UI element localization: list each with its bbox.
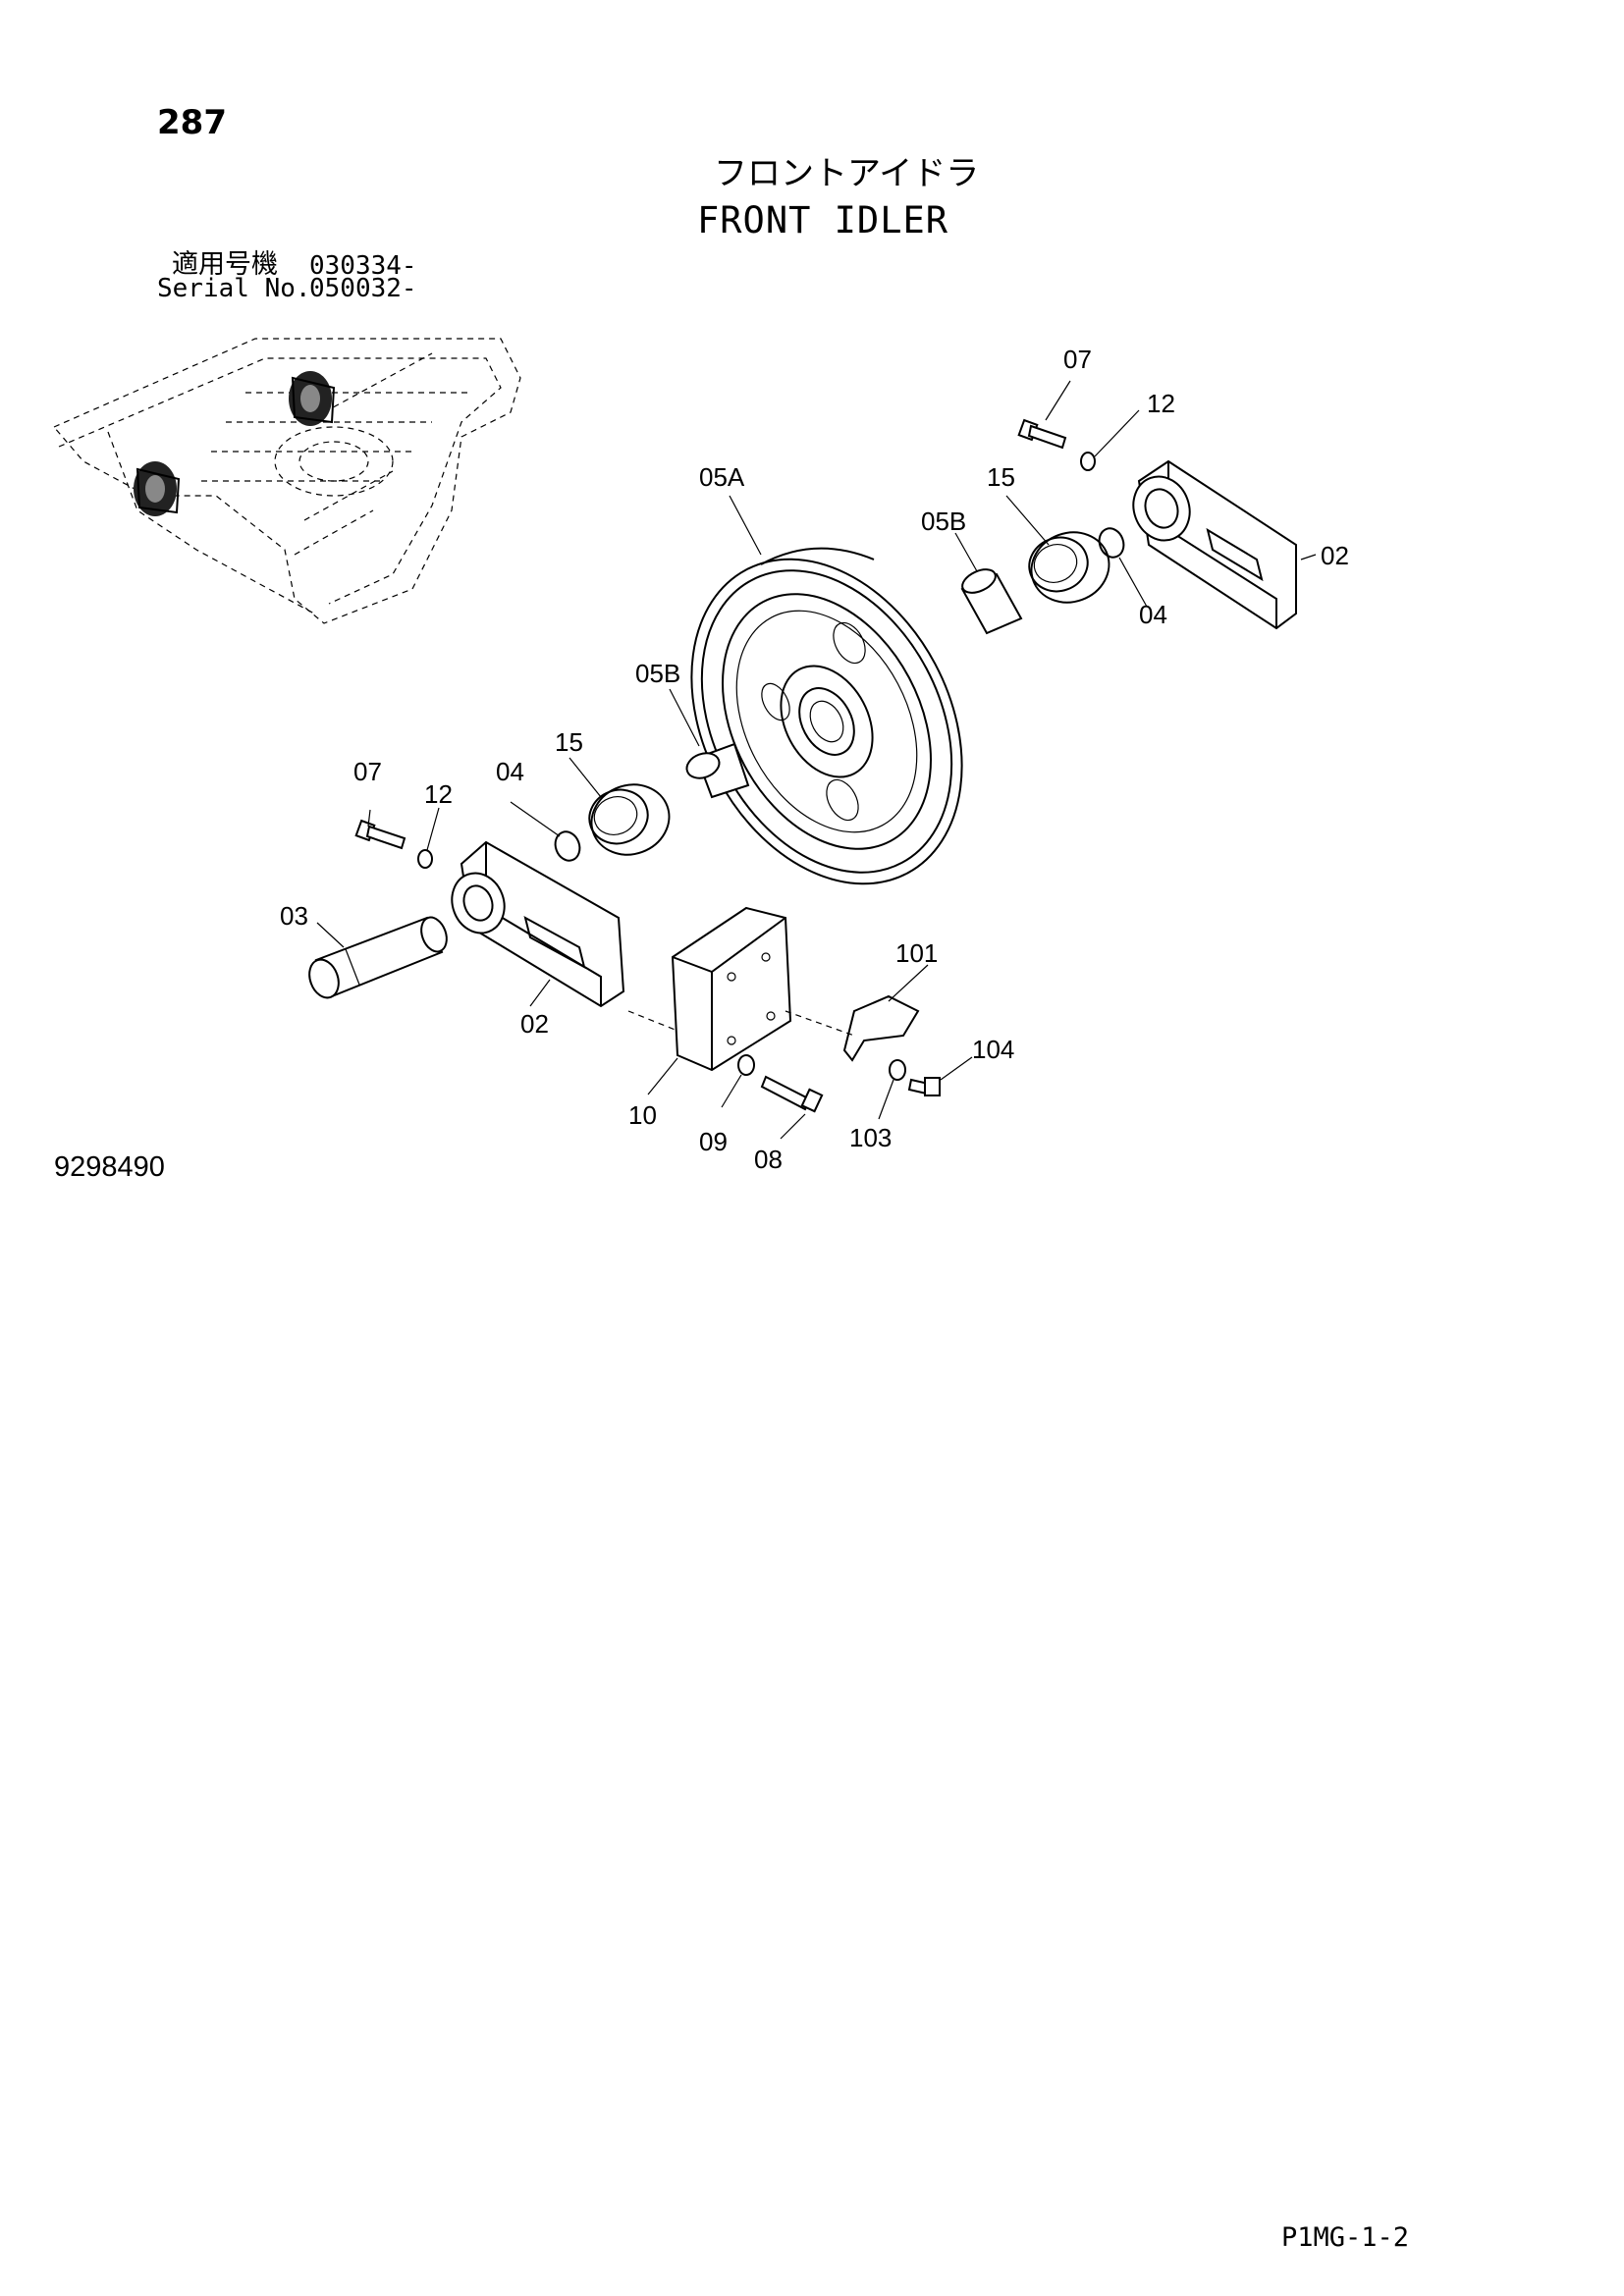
undercarriage-overview-sketch: [53, 338, 521, 624]
leader-lines: [316, 380, 1317, 1140]
idler-wheel-05a: [690, 547, 963, 885]
callout-04-right: 04: [1139, 600, 1167, 629]
callout-09: 09: [699, 1127, 728, 1156]
bolt-08: [760, 1075, 824, 1113]
serial-jp-label: 適用号機: [172, 249, 278, 280]
callout-05b-left: 05B: [635, 659, 680, 688]
washer-09: [737, 1054, 755, 1076]
exploded-parts-diagram: 07 12 05A 15 05B 02 04 05B 15 07 12 04 0…: [53, 338, 1349, 1174]
bushing-05b-right: [960, 568, 1023, 635]
callout-07-top: 07: [1063, 345, 1092, 374]
serial-jp-value: 030334-: [309, 251, 417, 281]
plate-10: [671, 906, 792, 1072]
title-japanese: フロントアイドラ: [714, 154, 980, 193]
washer-12-top: [1080, 452, 1096, 471]
drawing-number: 9298490: [54, 1151, 165, 1183]
o-ring-04-left: [554, 830, 581, 862]
bracket-02-right: [1132, 459, 1297, 630]
callout-08: 08: [754, 1145, 783, 1174]
callout-05b-top: 05B: [921, 507, 966, 536]
callout-03: 03: [280, 901, 308, 931]
shaft-03: [308, 916, 448, 999]
washer-12-left: [417, 849, 433, 869]
callout-07-left: 07: [353, 757, 382, 786]
idler-highlight-top: [289, 371, 336, 426]
serial-en-label: Serial No.: [157, 274, 311, 303]
bracket-02-left: [451, 840, 625, 1008]
callout-12-top: 12: [1147, 389, 1175, 418]
plate-101: [842, 994, 920, 1062]
callout-104: 104: [972, 1035, 1014, 1064]
serial-en-value: 050032-: [309, 274, 417, 303]
o-ring-04-right: [1098, 527, 1125, 559]
washer-103: [889, 1059, 906, 1081]
bolt-104: [907, 1077, 941, 1096]
callout-101: 101: [895, 938, 938, 968]
title-english: FRONT IDLER: [697, 199, 949, 241]
callout-02-right: 02: [1321, 541, 1349, 570]
page-code: P1MG-1-2: [1281, 2222, 1410, 2253]
idler-highlight-bottom: [134, 461, 181, 516]
page-number: 287: [157, 103, 227, 142]
bolt-07-top: [1017, 418, 1067, 450]
callout-04-left: 04: [496, 757, 524, 786]
callout-05a: 05A: [699, 462, 745, 492]
bushing-05b-left: [685, 742, 750, 799]
floating-seal-15-right: [1028, 531, 1110, 604]
callout-12-left: 12: [424, 779, 453, 809]
callout-103: 103: [849, 1123, 892, 1152]
bolt-07-left: [354, 819, 406, 850]
callout-10: 10: [628, 1100, 657, 1130]
floating-seal-15-left: [588, 783, 671, 856]
callout-15-top: 15: [987, 462, 1015, 492]
callout-02-bottom: 02: [520, 1009, 549, 1039]
callout-15-left: 15: [555, 727, 583, 757]
